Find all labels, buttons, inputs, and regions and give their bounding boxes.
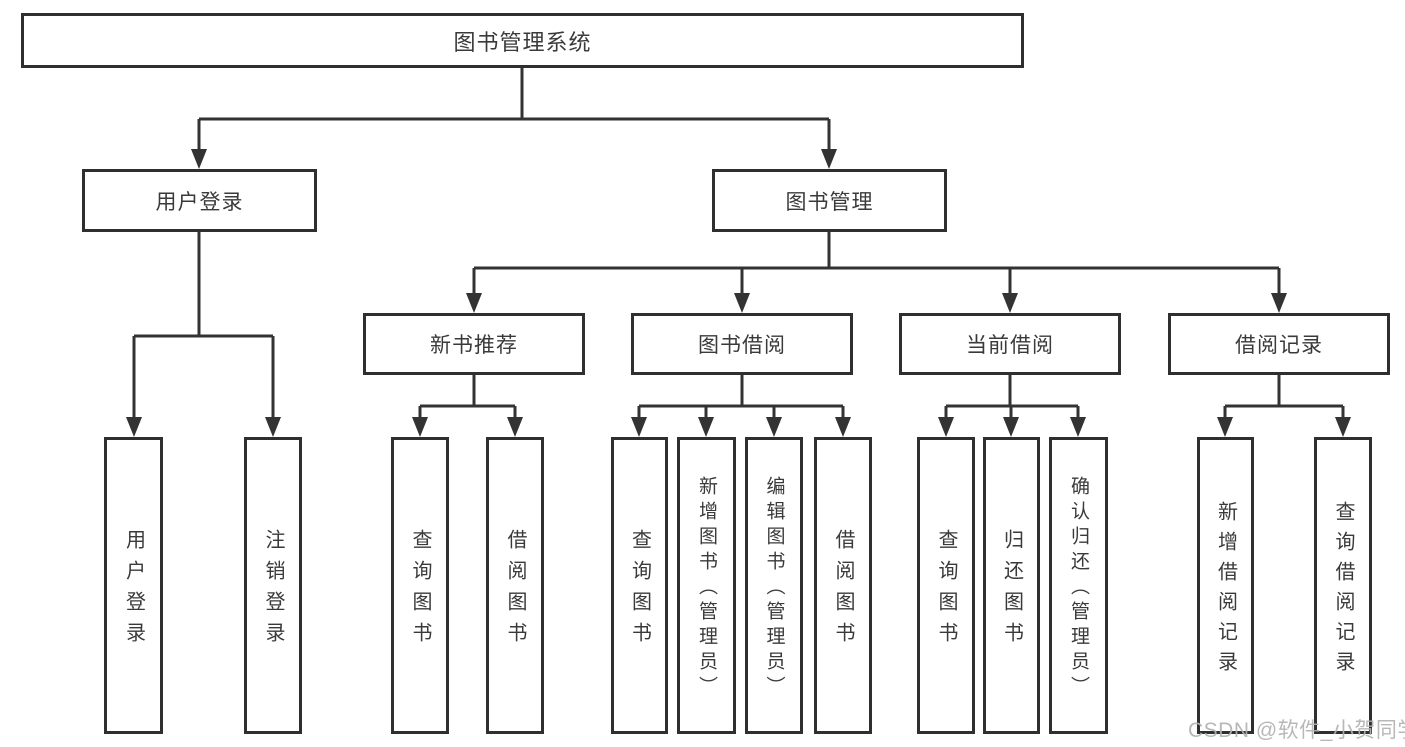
connector-user-login: [126, 232, 281, 437]
leaf-user-login-label: 用户登录: [122, 529, 145, 653]
leaf-nbr-borrow-books-label: 借阅图书: [504, 529, 526, 653]
leaf-bb-query-books: 查询图书: [611, 437, 668, 734]
leaf-logout-label: 注销登录: [262, 529, 284, 653]
leaf-bb-borrow-books-label: 借阅图书: [832, 529, 854, 653]
node-book-mgmt: 图书管理: [712, 169, 947, 232]
leaf-cb-query-books-label: 查询图书: [935, 529, 957, 653]
connector-current-borrow: [938, 375, 1086, 437]
leaf-bb-add-books-admin: 新增图书（管理员）: [677, 437, 736, 734]
leaf-br-query-borrow-record: 查询借阅记录: [1314, 437, 1372, 734]
connector-book-mgmt: [466, 232, 1287, 313]
leaf-bb-borrow-books: 借阅图书: [814, 437, 872, 734]
leaf-bb-edit-books-admin: 编辑图书（管理员）: [745, 437, 803, 734]
node-borrow-records: 借阅记录: [1168, 313, 1390, 375]
leaf-cb-return-books: 归还图书: [983, 437, 1040, 734]
leaf-nbr-borrow-books: 借阅图书: [486, 437, 544, 734]
leaf-nbr-query-books-label: 查询图书: [409, 529, 431, 653]
leaf-br-query-borrow-record-label: 查询借阅记录: [1332, 500, 1354, 681]
leaf-cb-return-books-label: 归还图书: [1000, 529, 1023, 653]
leaf-cb-query-books: 查询图书: [917, 437, 975, 734]
leaf-br-add-borrow-record-label: 新增借阅记录: [1214, 500, 1237, 681]
node-book-borrow: 图书借阅: [631, 313, 853, 375]
leaf-nbr-query-books: 查询图书: [391, 437, 449, 734]
connector-new-book-rec: [412, 375, 523, 437]
leaf-br-add-borrow-record: 新增借阅记录: [1197, 437, 1254, 734]
connector-root: [191, 68, 837, 169]
leaf-bb-edit-books-admin-label: 编辑图书（管理员）: [763, 476, 785, 701]
leaf-bb-query-books-label: 查询图书: [628, 529, 651, 653]
leaf-cb-confirm-return-admin-label: 确认归还（管理员）: [1068, 476, 1089, 701]
connector-book-borrow: [631, 375, 851, 437]
leaf-logout: 注销登录: [244, 437, 302, 734]
node-new-book-rec: 新书推荐: [363, 313, 585, 375]
node-user-login: 用户登录: [82, 169, 317, 232]
leaf-cb-confirm-return-admin: 确认归还（管理员）: [1049, 437, 1108, 734]
node-current-borrow: 当前借阅: [899, 313, 1121, 375]
leaf-user-login: 用户登录: [104, 437, 163, 734]
connector-borrow-records: [1217, 375, 1351, 437]
node-root: 图书管理系统: [21, 13, 1024, 68]
csdn-watermark: CSDN @软件_小贺同学: [1188, 719, 1405, 742]
leaf-bb-add-books-admin-label: 新增图书（管理员）: [696, 476, 717, 701]
